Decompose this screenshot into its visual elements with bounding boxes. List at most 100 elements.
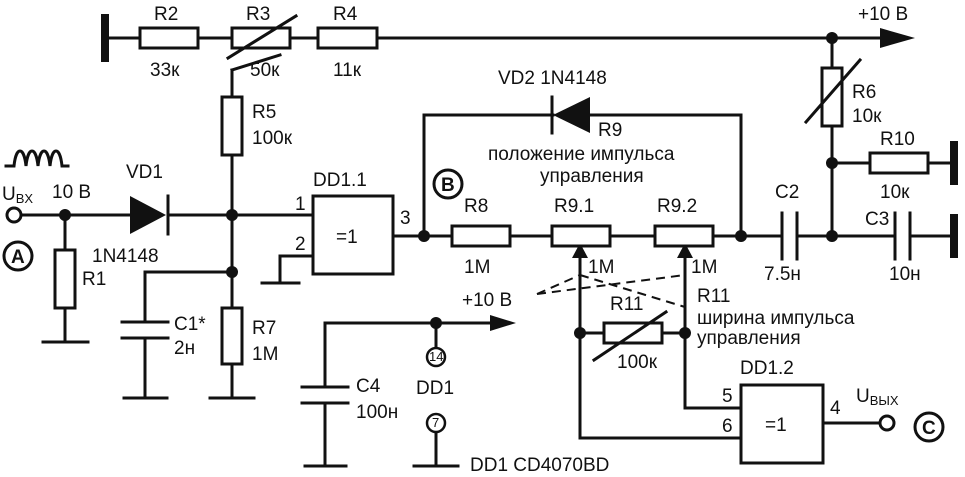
pin7-label: 7 — [432, 415, 439, 430]
output-terminal — [878, 414, 896, 432]
input-waveform-icon — [4, 149, 70, 168]
diode-vd2 — [550, 95, 590, 135]
resistor-r9-1 — [550, 224, 612, 248]
label-r9-2: R9.2 — [657, 196, 697, 217]
wiper-arrow-r9-1 — [572, 243, 588, 258]
value-r3: 50к — [250, 60, 280, 81]
value-c4: 100н — [356, 402, 398, 423]
resistor-r9-2 — [653, 224, 715, 248]
point-b-circle — [432, 168, 464, 200]
pin6-dd1-2: 6 — [722, 416, 733, 437]
label-r8: R8 — [464, 196, 488, 217]
desc-r11-line2: управления — [697, 328, 801, 349]
label-supply-top: +10 В — [858, 4, 908, 25]
resistor-r1 — [53, 248, 77, 310]
pin14-label: 14 — [429, 349, 443, 364]
input-u-label: UBX — [2, 184, 33, 206]
label-dd1-1: DD1.1 — [313, 170, 367, 191]
arrow-mid-supply — [490, 315, 516, 331]
value-r10: 10к — [880, 182, 910, 203]
label-vd2: VD2 1N4148 — [498, 68, 607, 89]
label-vd1: VD1 — [126, 162, 163, 183]
value-c3: 10н — [889, 264, 921, 285]
ground-bar-c3 — [950, 214, 958, 258]
resistor-r8 — [450, 224, 512, 248]
value-r6: 10к — [852, 106, 882, 127]
value-r11: 100к — [617, 352, 658, 373]
pin14-circle — [425, 346, 447, 368]
input-voltage-label: 10 В — [52, 182, 91, 203]
capacitor-c3 — [893, 211, 912, 261]
pin7-circle — [425, 412, 447, 434]
capacitor-c4 — [300, 385, 350, 405]
value-c2: 7.5н — [764, 264, 801, 285]
label-c4: C4 — [356, 376, 381, 397]
value-r8: 1М — [464, 257, 490, 278]
label-r4: R4 — [333, 4, 358, 25]
diode-vd1 — [130, 194, 170, 236]
value-r7: 1М — [252, 344, 278, 365]
value-r4: 11к — [333, 60, 362, 81]
pin4-dd1-2: 4 — [830, 398, 841, 419]
point-b-letter: B — [441, 175, 455, 196]
resistor-r4 — [316, 26, 379, 50]
point-c-letter: C — [922, 418, 936, 439]
func-dd1-2: =1 — [765, 415, 787, 436]
capacitor-c2 — [780, 211, 799, 261]
r6-variable-arrow — [803, 57, 863, 125]
part-vd1: 1N4148 — [92, 246, 159, 267]
resistor-r7 — [220, 306, 244, 366]
r11-variable-arrow — [591, 309, 669, 363]
desc-r9-line2: управления — [540, 166, 644, 187]
resistor-r2 — [138, 26, 200, 50]
label-c3: C3 — [865, 209, 889, 230]
label-r7: R7 — [252, 318, 276, 339]
value-r2: 33к — [150, 60, 180, 81]
label-r11-side: R11 — [697, 286, 730, 307]
label-c2: C2 — [775, 182, 799, 203]
arrow-top-supply — [880, 28, 915, 48]
label-r1: R1 — [82, 269, 106, 290]
label-r11: R11 — [610, 294, 643, 315]
label-r6: R6 — [852, 82, 876, 103]
pin5-dd1-2: 5 — [722, 386, 733, 407]
wires — [19, 36, 957, 468]
r3-variable-arrow — [225, 13, 299, 61]
supply-bar-left — [101, 14, 109, 62]
pin1-dd1-1: 1 — [295, 194, 306, 215]
ganged-link — [536, 274, 686, 308]
label-dd1: DD1 — [416, 378, 454, 399]
capacitor-c1 — [120, 320, 170, 340]
input-terminal — [5, 206, 23, 224]
label-r5: R5 — [252, 102, 276, 123]
resistor-r6 — [820, 66, 844, 128]
desc-r9-line1: положение импульса — [488, 144, 675, 165]
point-a-circle — [2, 240, 34, 272]
label-supply-mid: +10 В — [462, 290, 512, 311]
ground-bar-r10 — [950, 141, 958, 185]
label-r2: R2 — [154, 4, 178, 25]
xor-gate-dd1-1 — [311, 194, 395, 276]
label-c1: C1* — [174, 314, 206, 335]
point-a-letter: A — [11, 247, 25, 268]
value-r9-1: 1М — [588, 257, 614, 278]
pin3-dd1-1: 3 — [400, 208, 411, 229]
resistor-r10 — [868, 151, 930, 175]
wiper-arrow-r9-2 — [677, 243, 693, 258]
pin2-dd1-1: 2 — [295, 234, 306, 255]
label-dd1-part: DD1 CD4070BD — [470, 455, 609, 476]
resistor-r5 — [220, 95, 244, 157]
xor-gate-dd1-2 — [739, 383, 825, 465]
func-dd1-1: =1 — [336, 227, 358, 248]
label-dd1-2: DD1.2 — [740, 358, 794, 379]
label-r9: R9 — [598, 120, 622, 141]
label-r3: R3 — [246, 4, 270, 25]
desc-r11-line1: ширина импульса — [697, 308, 855, 329]
label-r9-1: R9.1 — [554, 196, 594, 217]
point-c-circle — [913, 411, 945, 443]
junction-nodes — [59, 32, 838, 339]
value-r5: 100к — [252, 128, 293, 149]
value-c1: 2н — [174, 338, 195, 359]
label-r10: R10 — [880, 129, 915, 150]
